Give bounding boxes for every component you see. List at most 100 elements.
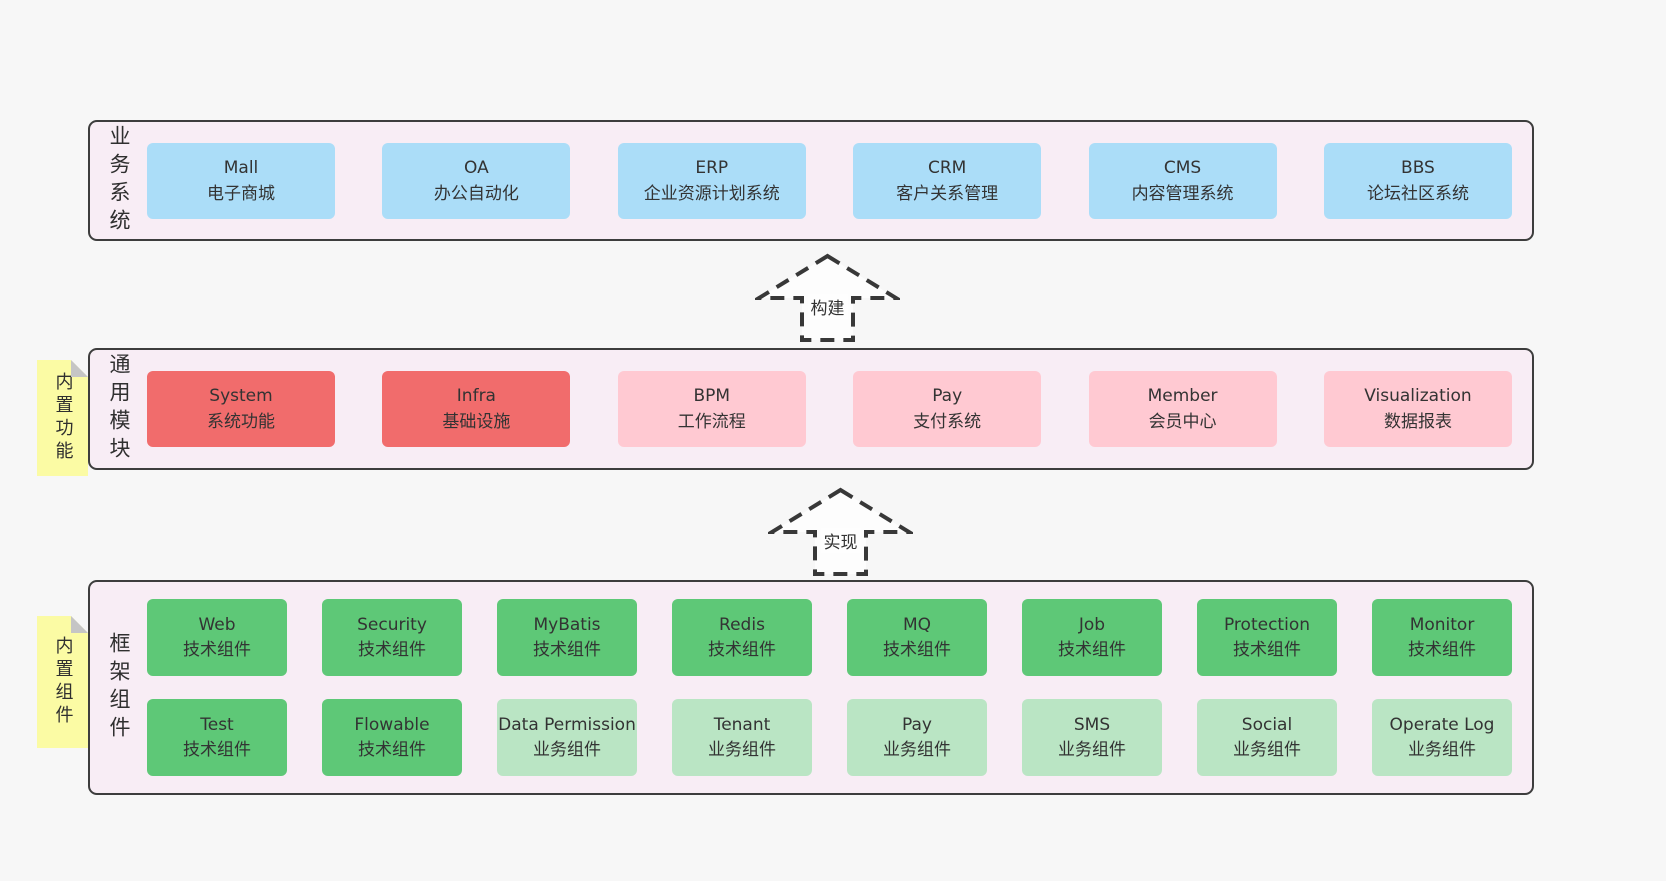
box-subtitle: 业务组件 [708, 739, 776, 760]
box-tenant: Tenant 业务组件 [672, 699, 812, 776]
box-title: Mall [223, 157, 259, 178]
box-erp: ERP 企业资源计划系统 [617, 142, 806, 219]
box-title: Social [1241, 714, 1293, 735]
box-subtitle: 技术组件 [183, 739, 251, 760]
box-title: OA [464, 157, 489, 178]
box-infra: Infra 基础设施 [382, 371, 571, 447]
box-subtitle: 技术组件 [358, 739, 426, 760]
box-subtitle: 业务组件 [1058, 739, 1126, 760]
box-title: Infra [456, 386, 496, 406]
box-operate-log: Operate Log 业务组件 [1372, 699, 1512, 776]
framework-row-1: Web 技术组件 Security 技术组件 MyBatis 技术组件 Redi… [147, 599, 1512, 676]
common-boxes-row: System 系统功能 Infra 基础设施 BPM 工作流程 Pay 支付系统… [147, 350, 1532, 468]
box-cms: CMS 内容管理系统 [1088, 142, 1277, 219]
sticky-note-label: 内置组件 [52, 636, 74, 728]
sticky-note-label: 内置功能 [52, 372, 74, 464]
box-security: Security 技术组件 [322, 599, 462, 676]
arrow-implement-label: 实现 [820, 528, 861, 553]
box-subtitle: 基础设施 [442, 412, 511, 432]
box-title: SMS [1073, 714, 1111, 735]
arrow-build-up: 构建 [751, 252, 904, 344]
box-title: Monitor [1409, 614, 1475, 635]
box-subtitle: 办公自动化 [433, 183, 519, 204]
box-title: Redis [719, 614, 765, 635]
box-title: BPM [693, 386, 731, 406]
box-subtitle: 电子商城 [207, 183, 275, 204]
box-flowable: Flowable 技术组件 [322, 699, 462, 776]
layer-business-systems: 业务系统 Mall 电子商城 OA 办公自动化 ERP 企业资源计划系统 CRM… [88, 120, 1534, 241]
box-sms: SMS 业务组件 [1022, 699, 1162, 776]
box-title: Data Permission [498, 714, 636, 735]
box-system: System 系统功能 [147, 371, 335, 447]
box-subtitle: 业务组件 [1233, 739, 1301, 760]
layer-label-zone: 业务系统 [90, 122, 147, 239]
box-protection: Protection 技术组件 [1197, 599, 1337, 676]
business-boxes-row: Mall 电子商城 OA 办公自动化 ERP 企业资源计划系统 CRM 客户关系… [147, 122, 1532, 239]
box-subtitle: 业务组件 [533, 739, 601, 760]
box-visualization: Visualization 数据报表 [1323, 371, 1512, 447]
layer-label-zone: 框架组件 [90, 582, 147, 793]
box-subtitle: 系统功能 [207, 412, 275, 432]
box-data-permission: Data Permission 业务组件 [497, 699, 637, 776]
arrow-implement-up: 实现 [764, 486, 917, 578]
box-subtitle: 论坛社区系统 [1366, 183, 1469, 204]
box-title: Pay [902, 714, 932, 735]
box-subtitle: 技术组件 [1233, 639, 1301, 660]
box-title: Web [198, 614, 236, 635]
box-subtitle: 技术组件 [1058, 639, 1126, 660]
sticky-note-built-in-functions: 内置功能 [37, 360, 88, 476]
box-title: System [209, 386, 273, 406]
layer-label-common-modules: 通用模块 [107, 353, 131, 465]
box-mall: Mall 电子商城 [147, 142, 335, 219]
box-subtitle: 技术组件 [533, 639, 601, 660]
box-social: Social 业务组件 [1197, 699, 1337, 776]
arrow-build-label: 构建 [807, 294, 848, 319]
box-pay-system: Pay 支付系统 [853, 371, 1042, 447]
box-title: ERP [695, 157, 729, 178]
box-title: MQ [902, 614, 932, 635]
box-subtitle: 技术组件 [358, 639, 426, 660]
box-pay-component: Pay 业务组件 [847, 699, 987, 776]
box-title: CMS [1163, 157, 1202, 178]
box-title: Job [1078, 614, 1106, 635]
box-mq: MQ 技术组件 [847, 599, 987, 676]
box-title: BBS [1401, 157, 1435, 178]
box-mybatis: MyBatis 技术组件 [497, 599, 637, 676]
sticky-note-built-in-components: 内置组件 [37, 616, 88, 748]
box-crm: CRM 客户关系管理 [853, 142, 1042, 219]
box-member: Member 会员中心 [1088, 371, 1277, 447]
box-title: Test [200, 714, 234, 735]
box-test: Test 技术组件 [147, 699, 287, 776]
box-subtitle: 技术组件 [883, 639, 951, 660]
box-subtitle: 会员中心 [1148, 412, 1217, 432]
box-monitor: Monitor 技术组件 [1372, 599, 1512, 676]
box-title: MyBatis [533, 614, 601, 635]
box-title: CRM [927, 157, 967, 178]
box-web: Web 技术组件 [147, 599, 287, 676]
framework-row-2: Test 技术组件 Flowable 技术组件 Data Permission … [147, 699, 1512, 776]
box-title: Flowable [354, 714, 430, 735]
box-title: Operate Log [1389, 714, 1495, 735]
box-redis: Redis 技术组件 [672, 599, 812, 676]
box-subtitle: 业务组件 [1408, 739, 1476, 760]
box-subtitle: 支付系统 [913, 412, 982, 432]
box-subtitle: 技术组件 [708, 639, 776, 660]
box-title: Visualization [1364, 386, 1472, 406]
layer-framework-components: 框架组件 Web 技术组件 Security 技术组件 MyBatis 技术组件… [88, 580, 1534, 795]
box-subtitle: 企业资源计划系统 [643, 183, 780, 204]
box-bpm: BPM 工作流程 [617, 371, 806, 447]
layer-label-zone: 通用模块 [90, 350, 147, 468]
framework-grid: Web 技术组件 Security 技术组件 MyBatis 技术组件 Redi… [147, 582, 1532, 793]
box-bbs: BBS 论坛社区系统 [1323, 142, 1512, 219]
box-job: Job 技术组件 [1022, 599, 1162, 676]
box-title: Tenant [713, 714, 771, 735]
box-subtitle: 技术组件 [1408, 639, 1476, 660]
box-subtitle: 内容管理系统 [1131, 183, 1234, 204]
box-subtitle: 业务组件 [883, 739, 951, 760]
box-subtitle: 工作流程 [677, 412, 746, 432]
box-oa: OA 办公自动化 [382, 142, 571, 219]
layer-label-framework-components: 框架组件 [107, 631, 131, 744]
box-title: Protection [1223, 614, 1310, 635]
layer-label-business-systems: 业务系统 [107, 124, 131, 237]
